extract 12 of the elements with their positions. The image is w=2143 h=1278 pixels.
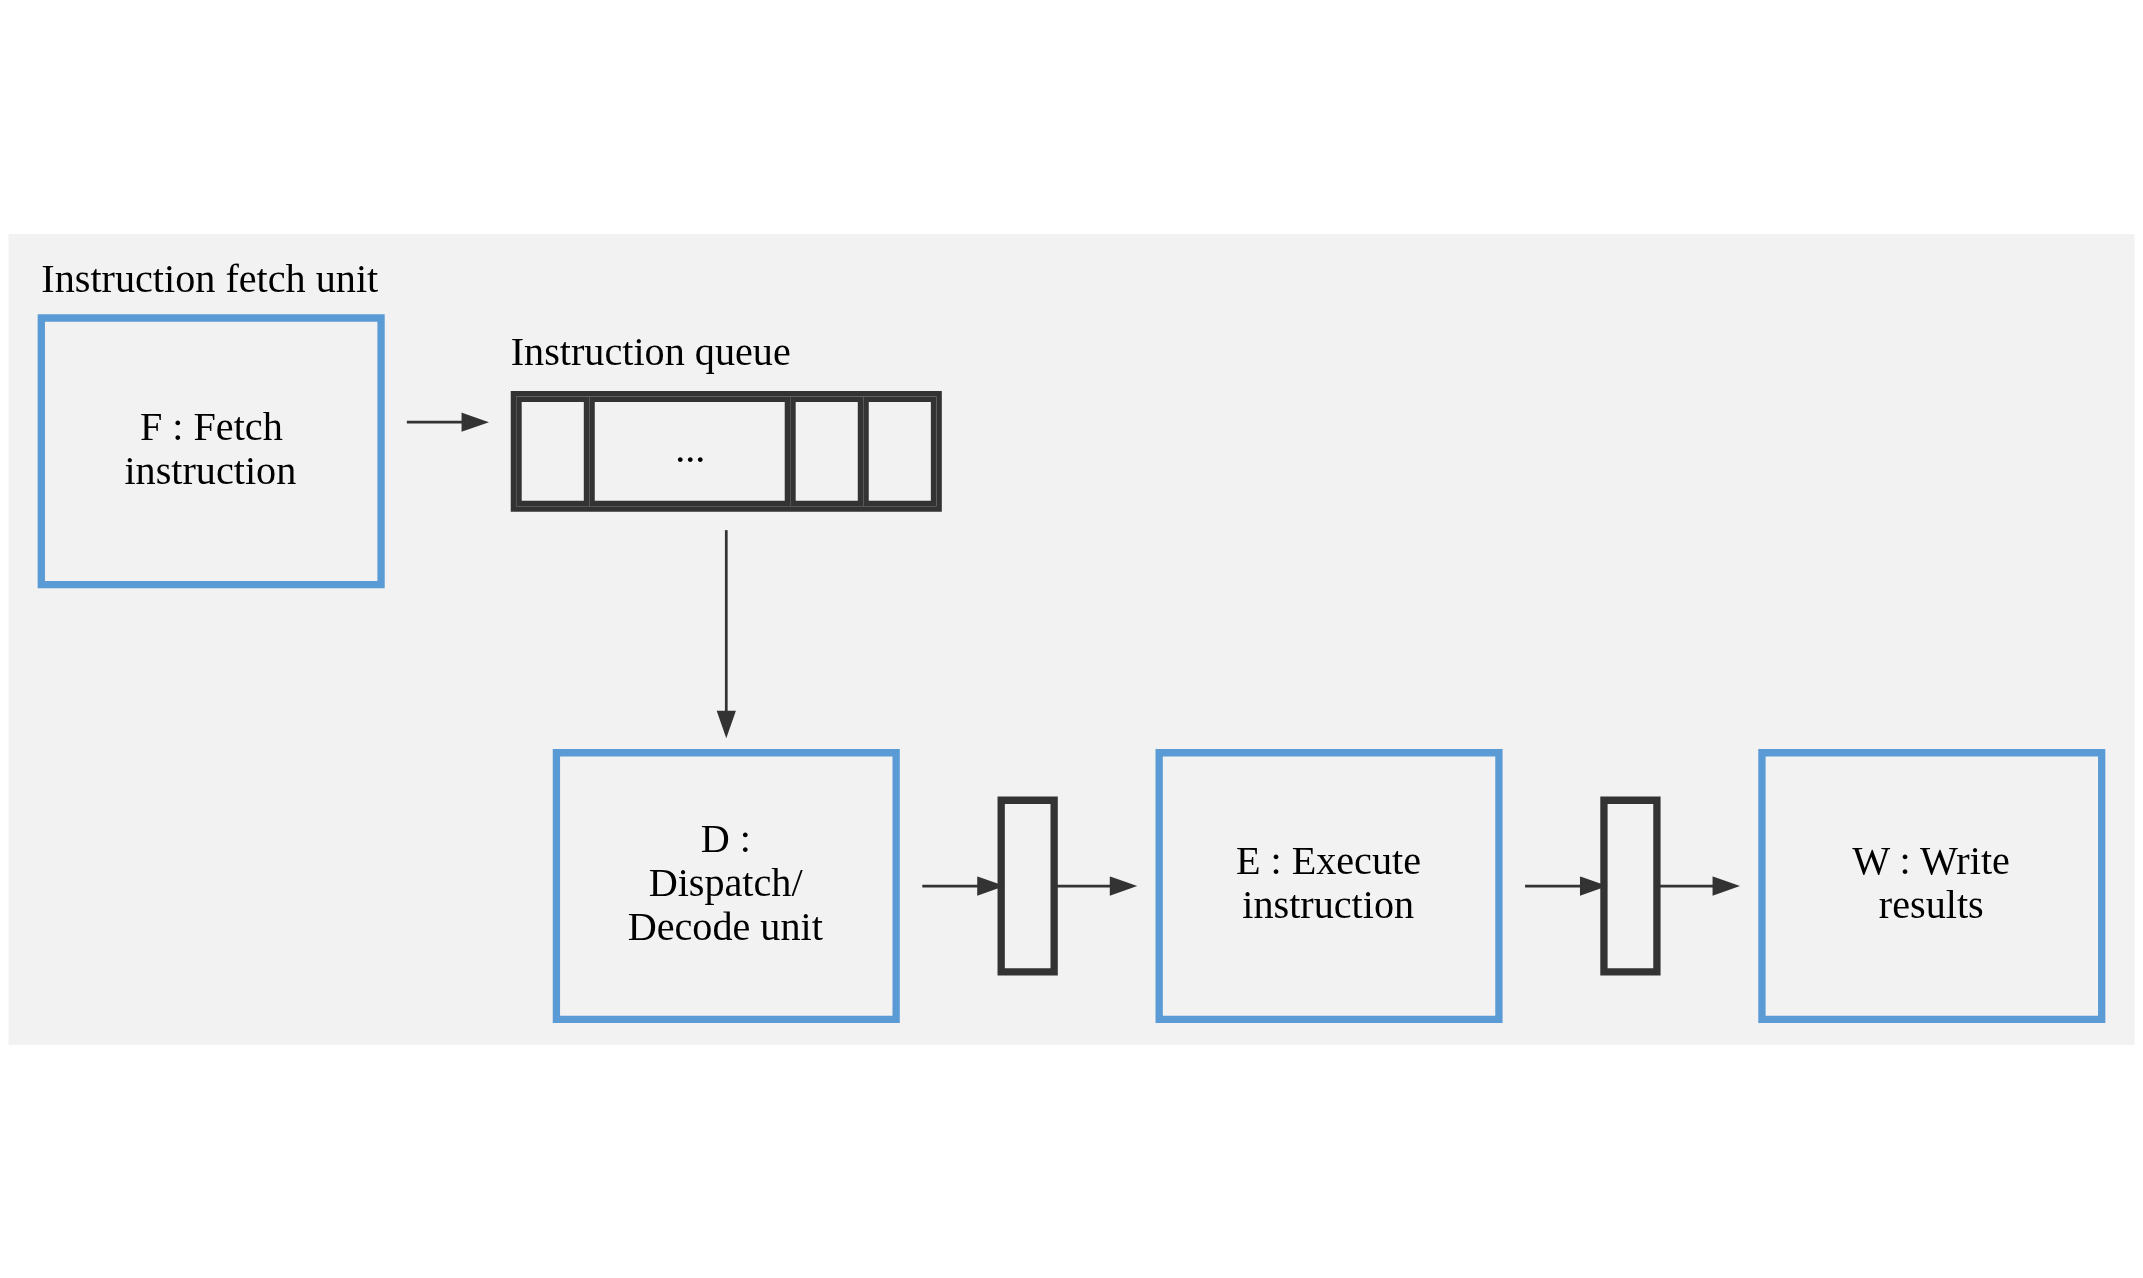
node-box: ...	[510, 390, 942, 512]
arrow	[406, 412, 489, 432]
node-label: Instruction fetch unit	[41, 255, 379, 301]
node-label: Instruction queue	[510, 328, 791, 374]
node-box: E : Execute instruction	[1155, 748, 1503, 1023]
node-box: F : Fetch instruction	[37, 313, 385, 588]
arrow	[1054, 876, 1138, 896]
node-bar	[1600, 796, 1661, 976]
node-box: W : Write results	[1758, 748, 2106, 1023]
node-box: D : Dispatch/ Decode unit	[552, 748, 900, 1023]
arrow	[716, 529, 736, 738]
node-bar	[997, 796, 1058, 976]
